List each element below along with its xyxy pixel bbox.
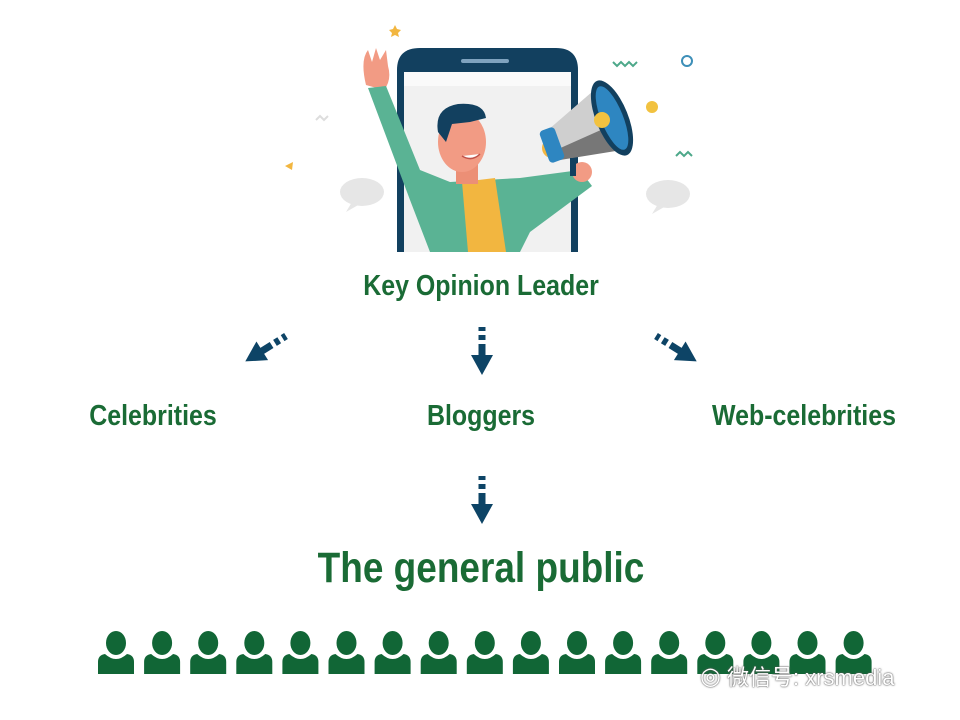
watermark: ◎ 微信号: xrsmedia xyxy=(700,660,894,692)
arrow-to-celebrities xyxy=(239,326,292,371)
bottom-label: The general public xyxy=(317,544,645,592)
person-icon xyxy=(420,631,457,674)
person-icon xyxy=(144,631,181,674)
watermark-text: 微信号: xrsmedia xyxy=(726,665,895,690)
arrow-to-web-celebrities xyxy=(650,326,703,371)
person-icon xyxy=(190,631,227,674)
person-icon xyxy=(512,631,549,674)
person-icon xyxy=(98,631,134,674)
megaphone-icon xyxy=(539,80,634,176)
person-icon xyxy=(466,631,503,674)
decorations xyxy=(285,25,693,214)
person-icon xyxy=(559,631,595,674)
people-row xyxy=(98,631,872,674)
person-icon xyxy=(282,631,319,674)
person-illustration xyxy=(363,48,592,252)
person-icon xyxy=(605,631,642,674)
category-celebrities: Celebrities xyxy=(89,400,217,432)
person-icon xyxy=(328,631,365,674)
person-icon xyxy=(236,631,273,674)
person-icon xyxy=(651,631,688,674)
person-icon xyxy=(374,631,411,674)
wechat-icon: ◎ xyxy=(700,662,721,690)
category-bloggers: Bloggers xyxy=(426,400,536,432)
person-icon xyxy=(697,631,734,674)
top-label: Key Opinion Leader xyxy=(363,270,599,302)
person-icon xyxy=(835,631,872,674)
person-icon xyxy=(743,631,780,674)
arrow-to-bloggers xyxy=(471,327,493,375)
arrow-to-public xyxy=(471,476,493,524)
category-web-celebrities: Web-celebrities xyxy=(712,400,896,432)
person-icon xyxy=(789,631,826,674)
